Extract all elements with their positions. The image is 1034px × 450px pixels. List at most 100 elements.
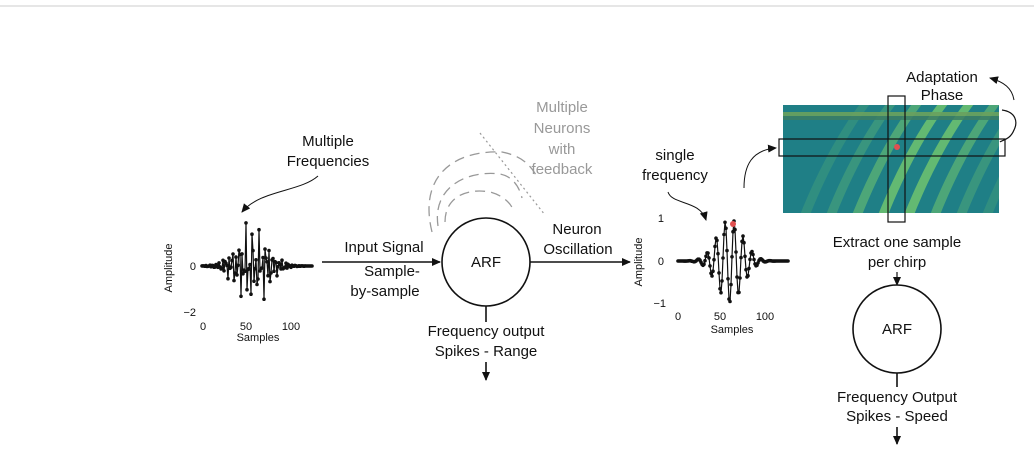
sample-by-sample-line1: Sample-	[364, 263, 420, 280]
input-signal-label: Input Signal	[344, 239, 423, 256]
sample-point	[720, 279, 724, 283]
adaptation-phase-line2: Phase	[921, 87, 964, 104]
sample-point	[708, 264, 712, 268]
sample-point	[751, 252, 755, 257]
sample-point	[728, 299, 732, 304]
sample-point	[232, 278, 236, 283]
sample-point	[257, 227, 261, 232]
single-frequency-line2: frequency	[642, 167, 708, 184]
sample-point	[268, 279, 272, 284]
sample-point	[263, 247, 267, 251]
sample-point	[747, 266, 751, 271]
sample-point	[710, 274, 714, 278]
sample-point	[256, 277, 260, 281]
sample-point	[706, 251, 710, 255]
multiple-frequencies-line1: Multiple	[302, 133, 354, 150]
sample-point	[247, 266, 251, 271]
sample-point	[717, 271, 721, 275]
right-plot-xlabel: Samples	[711, 324, 754, 336]
heatmap-row-selector	[778, 138, 1006, 157]
arf-left-label: ARF	[471, 254, 501, 271]
left-plot-xlabel: Samples	[237, 332, 280, 344]
left-signal-plot: Amplitude 0 −2 0 50 100 Samples	[163, 221, 314, 344]
sample-point	[726, 277, 730, 281]
adaptation-phase-line1: Adaptation	[906, 69, 978, 86]
sample-point	[711, 269, 715, 274]
sample-point	[737, 290, 741, 295]
sample-point	[265, 260, 269, 264]
sample-point	[738, 276, 742, 280]
sample-point	[704, 254, 708, 258]
sample-point	[748, 257, 752, 262]
to-heatmap-arrow	[743, 144, 777, 189]
sample-point	[707, 256, 711, 260]
sample-point	[733, 227, 737, 232]
sample-point	[715, 238, 719, 243]
heatmap-stripe	[930, 105, 999, 213]
sample-point	[735, 275, 739, 279]
right-sample-points	[676, 219, 790, 304]
sample-point	[310, 264, 314, 268]
frequency-output-range-line1: Frequency output	[428, 323, 546, 340]
single-frequency-arrow	[667, 191, 708, 221]
left-plot-ylabel: Amplitude	[163, 244, 175, 293]
adaptation-arrow	[989, 76, 1015, 101]
sample-point	[725, 248, 729, 253]
left-ytick-0: 0	[190, 261, 196, 273]
sample-point	[285, 266, 289, 270]
sample-point	[264, 256, 268, 260]
heatmap-highlight-point	[894, 144, 900, 150]
sample-point	[729, 282, 733, 287]
right-ytick-0: 0	[658, 256, 664, 268]
adaptation-brace	[999, 109, 1017, 143]
sample-point	[271, 256, 275, 261]
multiple-neurons-line4: feedback	[532, 161, 593, 178]
sample-point	[274, 260, 278, 265]
right-xtick-0: 0	[675, 311, 681, 323]
heatmap-stripe	[800, 105, 870, 213]
sample-point	[275, 274, 279, 278]
sample-point	[254, 258, 258, 262]
sample-point	[716, 251, 720, 256]
multiple-neurons-line2: Neurons	[534, 120, 591, 137]
extract-one-sample-line2: per chirp	[868, 254, 926, 271]
sample-point	[253, 266, 257, 271]
sample-point	[255, 282, 259, 287]
sample-point	[724, 226, 728, 231]
left-ytick-neg2: −2	[183, 307, 196, 319]
multiple-frequencies-line2: Frequencies	[287, 153, 370, 170]
left-xtick-100: 100	[282, 321, 300, 333]
sample-point	[262, 297, 266, 302]
sample-point	[734, 250, 738, 254]
sample-point	[712, 257, 716, 262]
sample-point	[276, 264, 280, 269]
sample-point	[723, 220, 727, 225]
multiple-neurons-line1: Multiple	[536, 99, 588, 116]
sample-point	[250, 232, 254, 236]
left-xtick-50: 50	[240, 321, 252, 333]
right-signal-plot: Amplitude 1 0 −1 0 50 100 Samples	[633, 213, 790, 336]
frequency-output-speed-line2: Spikes - Speed	[846, 408, 948, 425]
heatmap-column-selector	[887, 95, 906, 223]
sample-point	[235, 273, 239, 277]
sample-point	[267, 248, 271, 253]
sample-point	[266, 273, 270, 278]
heatmap-stripe	[982, 176, 999, 213]
single-frequency-line1: single	[655, 147, 694, 164]
sample-point	[226, 276, 230, 281]
heatmap-stripe	[956, 128, 999, 213]
sample-point	[743, 254, 747, 259]
sample-point	[234, 255, 238, 259]
right-ytick-1: 1	[658, 213, 664, 225]
sample-point	[252, 279, 256, 284]
sample-point	[742, 240, 746, 245]
sample-point	[744, 267, 748, 272]
sample-point	[217, 261, 221, 265]
sample-point	[739, 255, 743, 260]
sample-point	[245, 287, 249, 292]
heatmap-stripe	[826, 105, 896, 213]
right-xtick-100: 100	[756, 311, 774, 323]
sample-point	[280, 258, 284, 263]
sample-point	[239, 294, 243, 299]
